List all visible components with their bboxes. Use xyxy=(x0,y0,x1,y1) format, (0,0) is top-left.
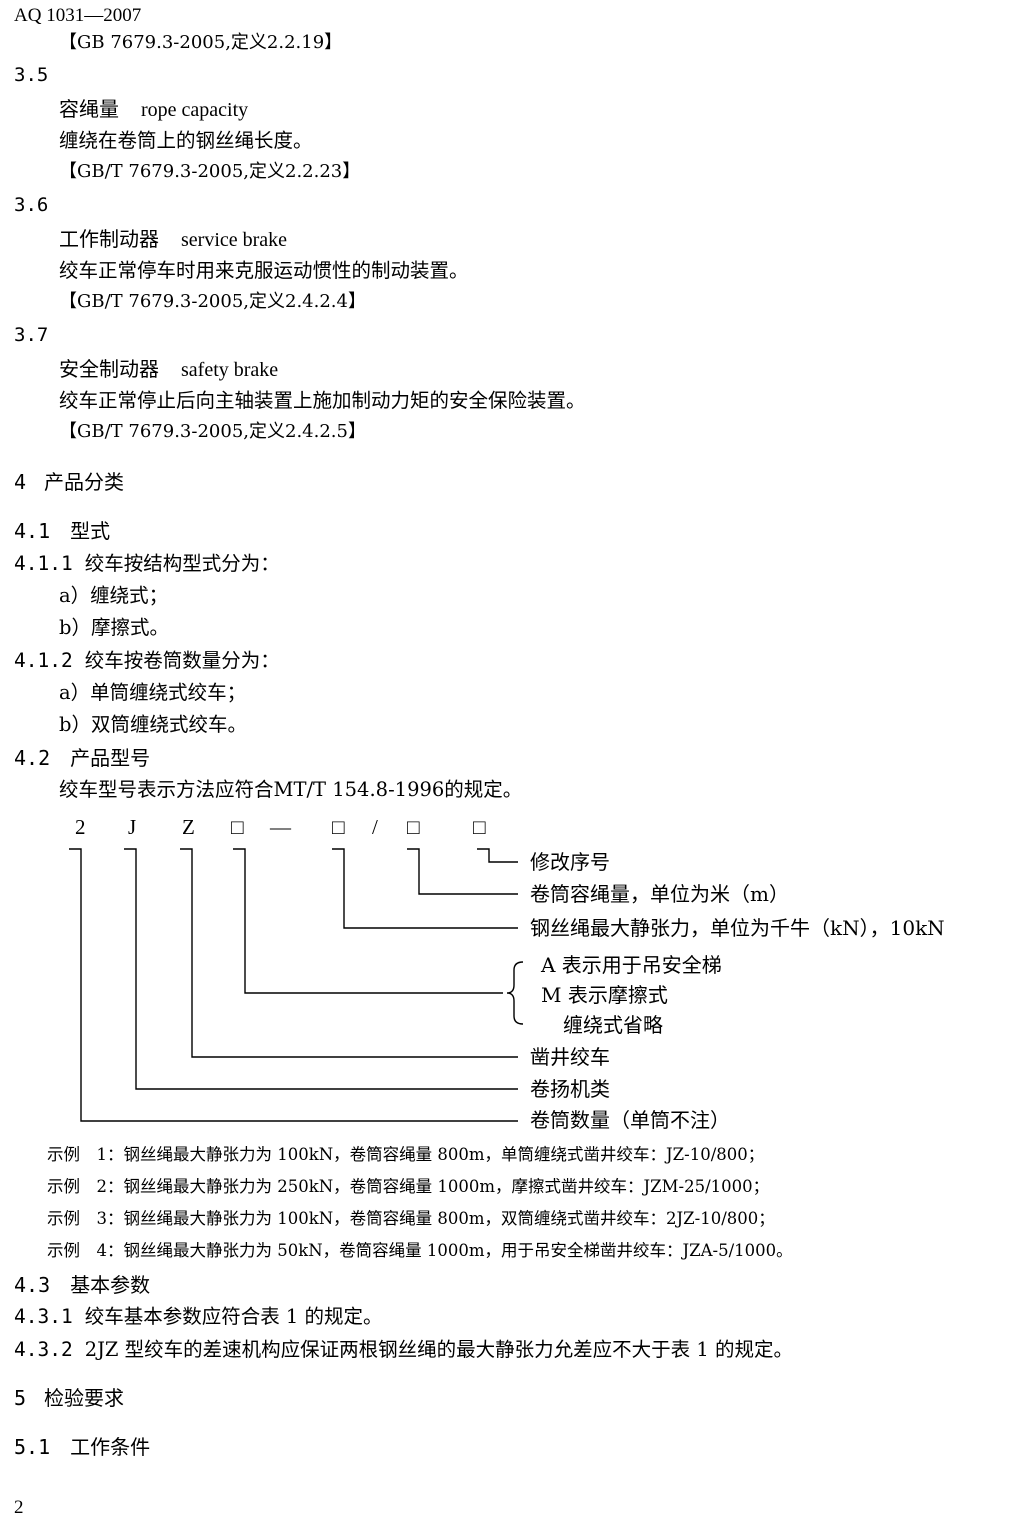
subsection-title: 工作条件 xyxy=(70,1435,151,1459)
clause-text: 绞车按结构型式分为： xyxy=(84,552,280,575)
term-definition: 绞车正常停车时用来克服运动惯性的制动装置。 xyxy=(59,259,469,282)
label-shaft-winch: 凿井绞车 xyxy=(530,1045,610,1069)
connector-shaft xyxy=(180,848,518,1058)
model-code-drums: 2 xyxy=(75,815,86,839)
term-heading: 工作制动器 service brake xyxy=(59,229,287,250)
term-zh: 容绳量 xyxy=(59,97,119,121)
subsection-title: 产品型号 xyxy=(70,746,151,770)
label-type-m: M 表示摩擦式 xyxy=(541,983,668,1007)
clause: 4.3.1 绞车基本参数应符合表 1 的规定。 xyxy=(14,1307,383,1327)
list-item: a）缠绕式； xyxy=(59,584,169,607)
clause: 4.1.2 绞车按卷筒数量分为： xyxy=(14,651,280,671)
connector-revision xyxy=(477,848,518,863)
term-number: 3.5 xyxy=(14,64,49,86)
list-item: a）单筒缠绕式绞车； xyxy=(59,681,247,704)
term-number: 3.6 xyxy=(14,194,49,216)
type-brace xyxy=(506,961,524,1025)
label-type-omit: 缠绕式省略 xyxy=(563,1013,663,1037)
section-heading: 4 产品分类 xyxy=(14,472,124,492)
label-capacity: 卷筒容绳量，单位为米（m） xyxy=(530,882,789,906)
model-code-capacity-box: □ xyxy=(407,815,420,839)
term-en: safety brake xyxy=(181,359,279,381)
term-definition: 缠绕在卷筒上的钢丝绳长度。 xyxy=(59,129,313,152)
clause-number: 4.3.2 xyxy=(14,1338,73,1361)
subsection-title: 基本参数 xyxy=(70,1273,151,1297)
model-code-slash: / xyxy=(372,815,378,839)
term-definition: 绞车正常停止后向主轴装置上施加制动力矩的安全保险装置。 xyxy=(59,389,586,412)
clause-number: 4.1.1 xyxy=(14,552,73,575)
reference: 【GB/T 7679.3-2005,定义2.4.2.4】 xyxy=(59,291,366,312)
model-code-z: Z xyxy=(182,815,195,839)
reference: 【GB 7679.3-2005,定义2.2.19】 xyxy=(59,32,343,53)
model-code-tension-box: □ xyxy=(332,815,345,839)
clause-text: 2JZ 型绞车的差速机构应保证两根钢丝绳的最大静张力允差应不大于表 1 的规定。 xyxy=(84,1338,793,1361)
clause: 4.1.1 绞车按结构型式分为： xyxy=(14,554,280,574)
term-zh: 工作制动器 xyxy=(59,227,159,251)
connector-tension xyxy=(332,848,518,929)
term-en: service brake xyxy=(181,229,288,251)
reference: 【GB/T 7679.3-2005,定义2.4.2.5】 xyxy=(59,421,366,442)
example-2: 示例 2：钢丝绳最大静张力为 250kN，卷筒容绳量 1000m，摩擦式凿井绞车… xyxy=(47,1177,770,1196)
section-title: 产品分类 xyxy=(44,470,125,494)
connector-type xyxy=(233,848,503,994)
list-item: b）双筒缠绕式绞车。 xyxy=(59,713,247,736)
clause-number: 4.3.1 xyxy=(14,1305,73,1328)
model-code-type-box: □ xyxy=(231,815,244,839)
list-item: b）摩擦式。 xyxy=(59,616,169,639)
label-drum-count: 卷筒数量（单筒不注） xyxy=(530,1108,730,1132)
model-code-j: J xyxy=(128,815,137,839)
term-heading: 安全制动器 safety brake xyxy=(59,359,278,380)
subsection-heading: 4.2 产品型号 xyxy=(14,748,150,768)
term-number: 3.7 xyxy=(14,324,49,346)
subsection-heading: 5.1 工作条件 xyxy=(14,1437,150,1457)
clause-number: 4.1.2 xyxy=(14,649,73,672)
standard-number: AQ 1031—2007 xyxy=(14,5,142,26)
subsection-number: 5.1 xyxy=(14,1435,51,1459)
subsection-number: 4.1 xyxy=(14,519,51,543)
subsection-heading: 4.1 型式 xyxy=(14,521,110,541)
connector-hoist xyxy=(124,848,518,1090)
term-zh: 安全制动器 xyxy=(59,357,159,381)
clause-text: 绞车基本参数应符合表 1 的规定。 xyxy=(84,1305,383,1328)
model-code-revision-box: □ xyxy=(473,815,486,839)
model-designation-rule: 绞车型号表示方法应符合MT/T 154.8-1996的规定。 xyxy=(59,778,523,801)
example-3: 示例 3：钢丝绳最大静张力为 100kN，卷筒容绳量 800m，双筒缠绕式凿井绞… xyxy=(47,1209,775,1228)
section-title: 检验要求 xyxy=(44,1386,125,1410)
reference: 【GB/T 7679.3-2005,定义2.2.23】 xyxy=(59,161,361,182)
term-heading: 容绳量 rope capacity xyxy=(59,99,248,120)
section-number: 5 xyxy=(14,1386,27,1410)
label-tension: 钢丝绳最大静张力，单位为千牛（kN），10kN xyxy=(530,916,945,940)
subsection-number: 4.2 xyxy=(14,746,51,770)
label-type-a: A 表示用于吊安全梯 xyxy=(541,953,722,977)
subsection-heading: 4.3 基本参数 xyxy=(14,1275,150,1295)
example-1: 示例 1：钢丝绳最大静张力为 100kN，卷筒容绳量 800m，单筒缠绕式凿井绞… xyxy=(47,1145,765,1164)
example-4: 示例 4：钢丝绳最大静张力为 50kN，卷筒容绳量 1000m，用于吊安全梯凿井… xyxy=(47,1241,793,1260)
subsection-number: 4.3 xyxy=(14,1273,51,1297)
connector-capacity xyxy=(407,848,518,895)
term-en: rope capacity xyxy=(141,99,249,121)
model-code-dash: — xyxy=(270,815,291,839)
label-revision: 修改序号 xyxy=(530,850,610,874)
page-number: 2 xyxy=(14,1497,24,1518)
connector-drums xyxy=(69,848,518,1122)
clause-text: 绞车按卷筒数量分为： xyxy=(84,649,280,672)
subsection-title: 型式 xyxy=(70,519,111,543)
clause: 4.3.2 2JZ 型绞车的差速机构应保证两根钢丝绳的最大静张力允差应不大于表 1… xyxy=(14,1340,793,1360)
label-hoist-class: 卷扬机类 xyxy=(530,1077,610,1101)
section-heading: 5 检验要求 xyxy=(14,1388,124,1408)
section-number: 4 xyxy=(14,470,27,494)
